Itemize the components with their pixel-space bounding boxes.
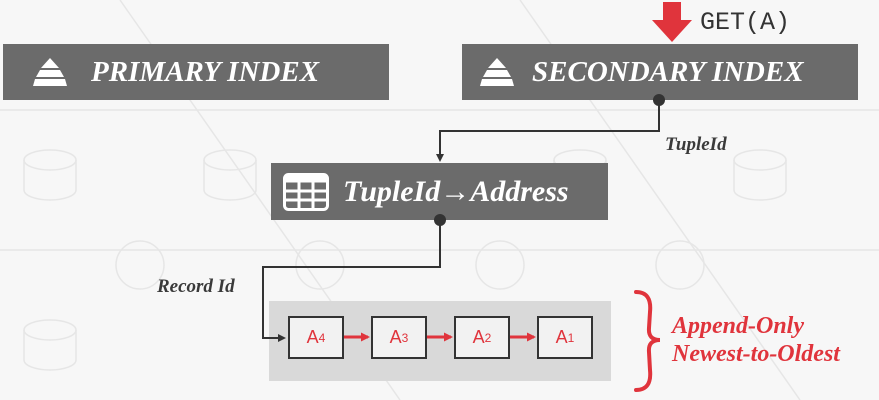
newest-to-oldest-label: Newest-to-Oldest: [672, 341, 840, 367]
tupleid-address-label: TupleId→Address: [343, 174, 569, 208]
pyramid-icon: [480, 58, 514, 86]
primary-index-label: PRIMARY INDEX: [91, 55, 320, 88]
tupleid-address-table-box: TupleId→Address: [271, 163, 608, 220]
primary-index-box: PRIMARY INDEX: [3, 44, 389, 100]
secondary-index-box: SECONDARY INDEX: [462, 44, 858, 100]
get-request-arrow-icon: [652, 2, 692, 42]
recordid-edge-label: Record Id: [157, 276, 235, 297]
table-grid-icon: [283, 172, 329, 211]
secondary-index-label: SECONDARY INDEX: [532, 55, 804, 88]
tupleid-edge-label: TupleId: [665, 134, 727, 155]
append-only-label: Append-Only: [672, 313, 804, 339]
get-request-label: GET(A): [700, 8, 791, 37]
pyramid-icon: [33, 58, 67, 86]
